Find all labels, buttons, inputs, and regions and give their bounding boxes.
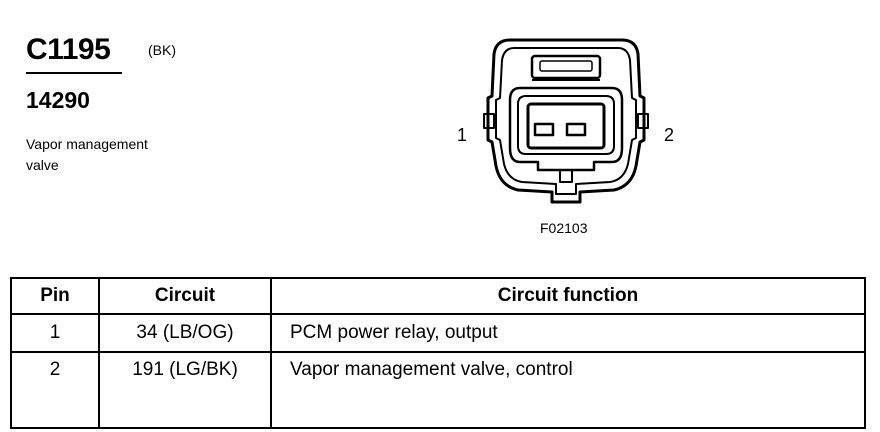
pin-2-label: 2 xyxy=(664,125,675,145)
header-circuit: Circuit xyxy=(98,277,272,315)
cell-circuit: 191 (LG/BK) xyxy=(98,351,272,429)
locking-latch xyxy=(530,54,602,80)
locking-latch-inner xyxy=(539,60,593,72)
connector-id: C1195 xyxy=(26,33,111,66)
figure-id: F02103 xyxy=(540,220,588,236)
side-key-left xyxy=(483,113,495,129)
header-pin: Pin xyxy=(10,277,100,315)
connector-housing-inner xyxy=(495,47,637,195)
cavity-outer xyxy=(508,86,624,172)
terminal-pin-1 xyxy=(533,122,555,137)
pin-1-label: 1 xyxy=(457,125,468,145)
connector-color: (BK) xyxy=(148,42,176,58)
connector-face-drawing xyxy=(483,38,649,204)
cavity-inner xyxy=(517,95,615,155)
pinout-table: Pin Circuit Circuit function 1 34 (LB/OG… xyxy=(10,277,866,429)
cell-circuit: 34 (LB/OG) xyxy=(98,313,272,353)
cell-function: Vapor management valve, control xyxy=(270,351,866,429)
terminal-block xyxy=(526,102,606,150)
header-circuit-function: Circuit function xyxy=(270,277,866,315)
terminal-pin-2 xyxy=(565,122,587,137)
cell-pin: 1 xyxy=(10,313,100,353)
bottom-key xyxy=(559,170,573,183)
table-row: 1 34 (LB/OG) PCM power relay, output xyxy=(10,313,866,353)
cell-function: PCM power relay, output xyxy=(270,313,866,353)
description-line-2: valve xyxy=(26,157,59,173)
part-number: 14290 xyxy=(26,87,90,113)
table-row: 2 191 (LG/BK) Vapor management valve, co… xyxy=(10,351,866,429)
side-key-right xyxy=(637,113,649,129)
description-line-1: Vapor management xyxy=(26,136,148,152)
table-header-row: Pin Circuit Circuit function xyxy=(10,277,866,315)
connector-description: Vapor management valve xyxy=(26,134,196,176)
title-underline xyxy=(26,72,122,74)
cell-pin: 2 xyxy=(10,351,100,429)
connector-housing-outer xyxy=(486,38,646,204)
